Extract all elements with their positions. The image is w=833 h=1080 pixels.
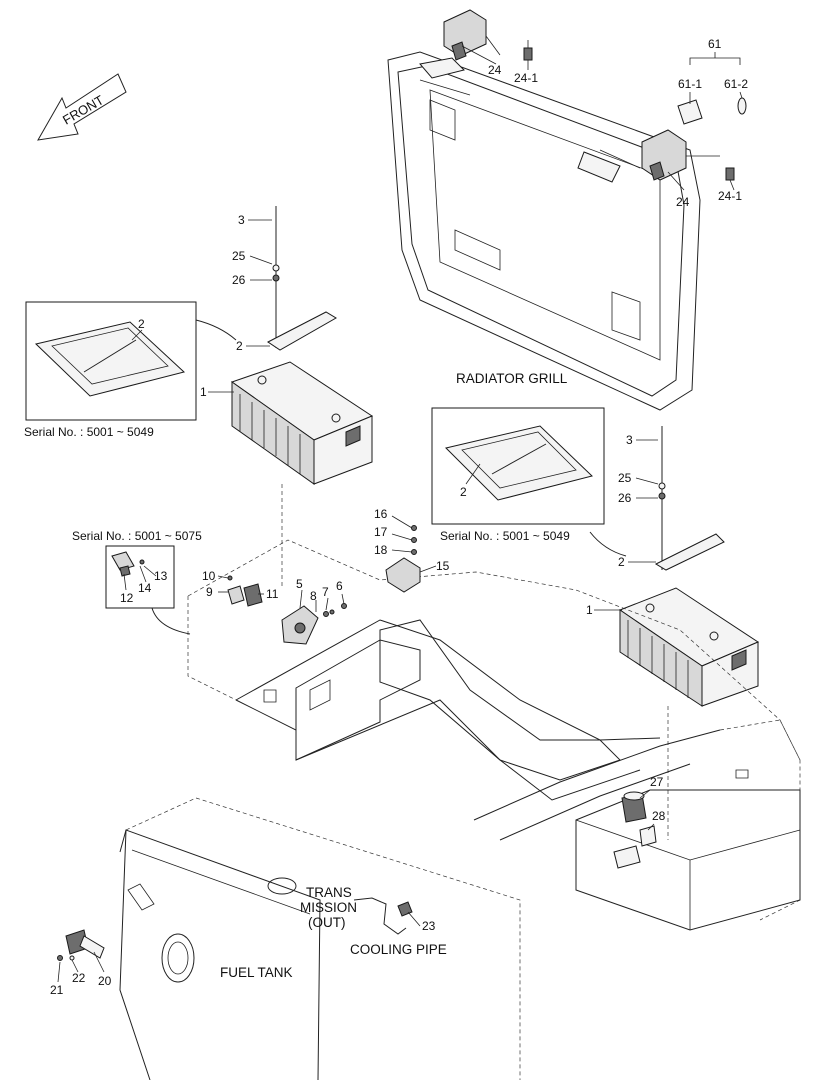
label-1-right: 1	[586, 603, 593, 617]
label-18: 18	[374, 543, 388, 557]
label-3-right: 3	[626, 433, 633, 447]
front-arrow: FRONT	[37, 73, 127, 141]
label-20: 20	[98, 974, 112, 988]
label-24-top: 24	[488, 63, 502, 77]
label-61-1: 61-1	[678, 77, 702, 91]
bracket-61	[689, 52, 741, 65]
label-15: 15	[436, 559, 450, 573]
label-12: 12	[120, 591, 134, 605]
label-61-2: 61-2	[724, 77, 748, 91]
label-17: 17	[374, 525, 388, 539]
label-24-right: 24	[676, 195, 690, 209]
label-2-left-inset: 2	[138, 317, 145, 331]
label-9: 9	[206, 585, 213, 599]
label-26-right: 26	[618, 491, 632, 505]
radiator-grill-caption: RADIATOR GRILL	[456, 371, 568, 386]
label-2-left: 2	[236, 339, 243, 353]
label-2-right-inset: 2	[460, 485, 467, 499]
radiator-grill: RADIATOR GRILL	[387, 51, 701, 411]
left-battery	[230, 206, 374, 588]
trans-caption-2: MISSION	[300, 900, 357, 915]
label-22: 22	[72, 971, 86, 985]
front-label: FRONT	[60, 92, 106, 127]
label-24-1-top: 24-1	[514, 71, 538, 85]
fuel-level-sender	[57, 929, 105, 961]
label-6: 6	[336, 579, 343, 593]
label-16: 16	[374, 507, 388, 521]
label-7: 7	[322, 585, 329, 599]
label-26-left: 26	[232, 273, 246, 287]
label-2-right: 2	[618, 555, 625, 569]
label-25-right: 25	[618, 471, 632, 485]
work-lamp-right	[577, 129, 720, 183]
trans-caption-3: (OUT)	[308, 915, 346, 930]
lamp-bulb-61-2	[737, 97, 747, 115]
bulb-24-1-right	[725, 167, 735, 181]
serial-left-battery: Serial No. : 5001 ~ 5049	[24, 425, 154, 439]
label-61: 61	[708, 37, 722, 51]
label-1-left: 1	[200, 385, 207, 399]
cooling-pipe-caption: COOLING PIPE	[350, 942, 447, 957]
label-23: 23	[422, 919, 436, 933]
label-21: 21	[50, 983, 64, 997]
relay-box-inset: Serial No. : 5001 ~ 5075	[72, 529, 202, 635]
cooling-pipe: TRANS MISSION (OUT) COOLING PIPE	[300, 885, 447, 957]
right-battery	[618, 426, 760, 840]
fuel-tank-caption: FUEL TANK	[220, 965, 293, 980]
label-27: 27	[650, 775, 664, 789]
label-11: 11	[266, 587, 279, 601]
label-25-left: 25	[232, 249, 246, 263]
relay-parts	[227, 525, 421, 645]
label-8: 8	[310, 589, 317, 603]
label-13: 13	[154, 569, 168, 583]
bulb-24-1-top	[523, 40, 533, 61]
label-14: 14	[138, 581, 152, 595]
serial-right-battery: Serial No. : 5001 ~ 5049	[440, 529, 570, 543]
label-5: 5	[296, 577, 303, 591]
label-3-left: 3	[238, 213, 245, 227]
trans-caption-1: TRANS	[306, 885, 352, 900]
left-battery-inset: Serial No. : 5001 ~ 5049	[24, 301, 237, 439]
serial-relay-box: Serial No. : 5001 ~ 5075	[72, 529, 202, 543]
right-battery-inset: Serial No. : 5001 ~ 5049	[431, 407, 627, 557]
label-24-1-right: 24-1	[718, 189, 742, 203]
fuel-tank: FUEL TANK	[119, 797, 521, 1080]
leader-lines	[57, 45, 743, 983]
label-28: 28	[652, 809, 666, 823]
label-10: 10	[202, 569, 216, 583]
battery-disconnect-switch	[621, 791, 657, 847]
chassis-frame	[187, 539, 801, 921]
battery-base	[575, 769, 801, 931]
part-labels: 3 25 26 2 2 1 24 24-1 61 61-1 61-2 24 24…	[50, 37, 748, 997]
